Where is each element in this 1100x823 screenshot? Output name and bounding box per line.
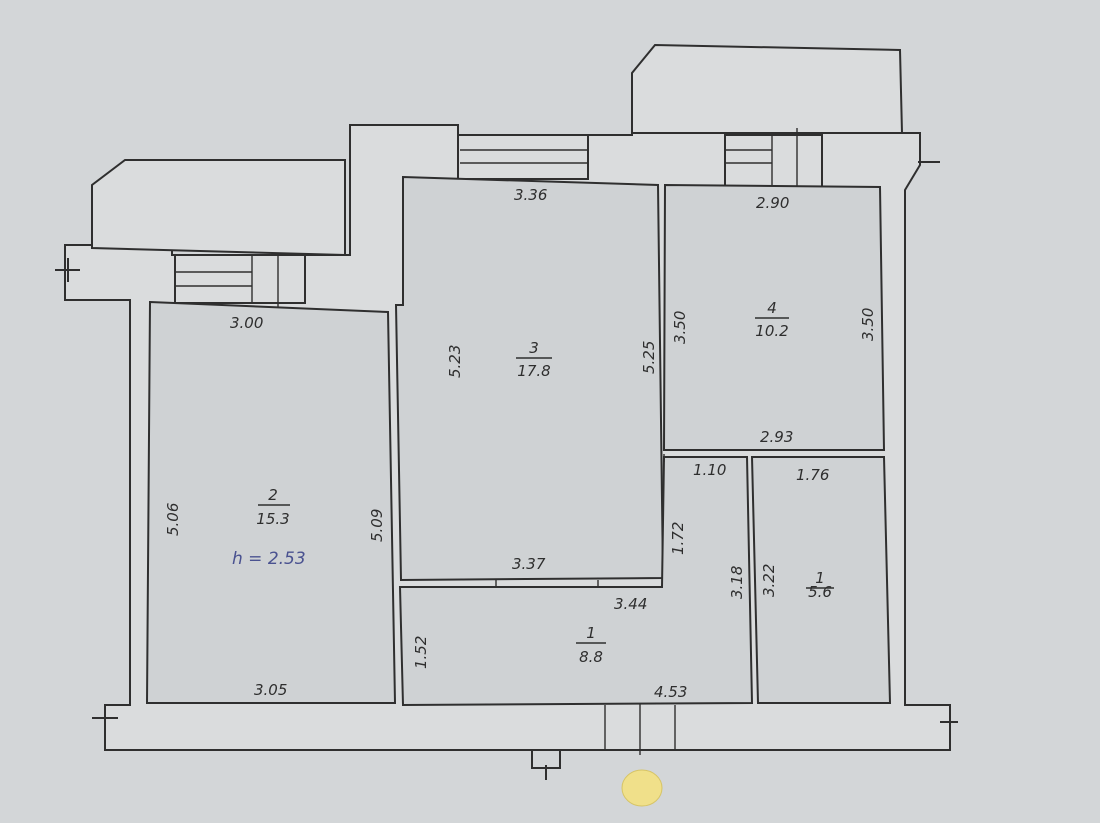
room-3-number: 3 [529, 339, 539, 357]
dim-room2-right: 5.09 [368, 509, 386, 542]
dim-room2-left: 5.06 [164, 503, 182, 536]
dim-room2-top: 3.00 [230, 314, 263, 332]
dim-room4-right: 3.50 [859, 308, 877, 341]
room-3-area: 17.8 [517, 362, 550, 380]
dim-passage-side: 1.72 [669, 522, 687, 555]
dim-corridor-left: 1.52 [412, 636, 430, 669]
dim-corridor-top: 3.44 [614, 595, 647, 613]
room-bathroom-number: 1 [815, 569, 825, 587]
room-4-number: 4 [767, 299, 777, 317]
room-3 [394, 175, 665, 582]
dim-room3-bottom: 3.37 [512, 555, 546, 573]
room-bathroom [750, 456, 892, 704]
dim-room3-right: 5.25 [640, 341, 658, 374]
rooms [145, 175, 892, 707]
left-balcony [91, 159, 346, 257]
dim-room3-top: 3.36 [514, 186, 547, 204]
marker-dot [621, 769, 663, 807]
windows [174, 128, 823, 755]
dim-bath-top: 1.76 [796, 466, 829, 484]
room-corridor [398, 456, 754, 707]
dim-room3-left: 5.23 [446, 345, 464, 378]
dimension-ticks [55, 161, 958, 780]
right-balcony [631, 43, 904, 134]
dim-room4-top: 2.90 [756, 194, 789, 212]
dimension-labels: 3.00 5.06 5.09 3.05 3.36 5.23 5.25 3.37 … [164, 186, 877, 701]
dim-passage-top: 1.10 [693, 461, 726, 479]
dim-room2-bottom: 3.05 [254, 681, 287, 699]
room-corridor-area: 8.8 [579, 648, 603, 666]
dim-corridor-bottom: 4.53 [654, 683, 687, 701]
dim-room4-bottom: 2.93 [760, 428, 793, 446]
room-corridor-number: 1 [586, 624, 596, 642]
dim-room4-left: 3.50 [671, 311, 689, 344]
dim-bath-left: 3.22 [760, 564, 778, 597]
dim-passage-right: 3.18 [728, 566, 746, 599]
room-bathroom-area: 5.6 [808, 583, 832, 601]
room-2-height: h = 2.53 [232, 549, 306, 569]
room-2-number: 2 [268, 486, 278, 504]
room-2 [145, 300, 397, 704]
room-2-area: 15.3 [256, 510, 289, 528]
room-labels: 2 15.3 h = 2.53 3 17.8 4 10.2 1 8.8 1 5.… [232, 299, 834, 666]
room-4-area: 10.2 [755, 322, 788, 340]
